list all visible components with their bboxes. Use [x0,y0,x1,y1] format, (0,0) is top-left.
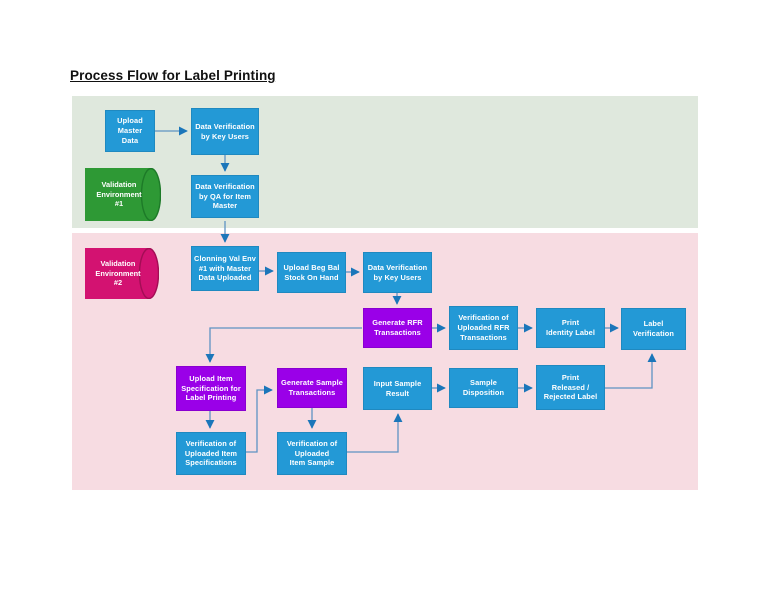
node-data-verification-key-users-2: Data Verification by Key Users [363,252,432,293]
cylinder-label: Validation Environment #1 [96,179,142,209]
validation-env-1-region [72,96,698,228]
node-generate-sample-transactions: Generate Sample Transactions [277,368,347,408]
node-upload-master-data: Upload Master Data [105,110,155,152]
node-validation-environment-1: Validation Environment #1 [85,167,162,222]
node-label-verification: Label Verification [621,308,686,350]
node-print-released-rejected-label: Print Released / Rejected Label [536,365,605,410]
node-upload-beg-bal: Upload Beg Bal Stock On Hand [277,252,346,293]
cylinder-shape-green [85,167,162,222]
node-verification-uploaded-rfr: Verification of Uploaded RFR Transaction… [449,306,518,350]
node-clonning-val-env: Clonning Val Env #1 with Master Data Upl… [191,246,259,291]
node-generate-rfr-transactions: Generate RFR Transactions [363,308,432,348]
node-upload-item-specification: Upload Item Specification for Label Prin… [176,366,246,411]
node-data-verification-key-users-1: Data Verification by Key Users [191,108,259,155]
node-data-verification-qa-item-master: Data Verification by QA for Item Master [191,175,259,218]
node-validation-environment-2: Validation Environment #2 [85,247,160,300]
cylinder-label: Validation Environment #2 [95,258,141,288]
node-print-identity-label: Print Identity Label [536,308,605,348]
cylinder-shape-magenta [85,247,160,300]
node-verification-uploaded-item-sample: Verification of Uploaded Item Sample [277,432,347,475]
node-input-sample-result: Input Sample Result [363,367,432,410]
node-verification-uploaded-item-specifications: Verification of Uploaded Item Specificat… [176,432,246,475]
page-title: Process Flow for Label Printing [70,68,276,83]
node-sample-disposition: Sample Disposition [449,368,518,408]
